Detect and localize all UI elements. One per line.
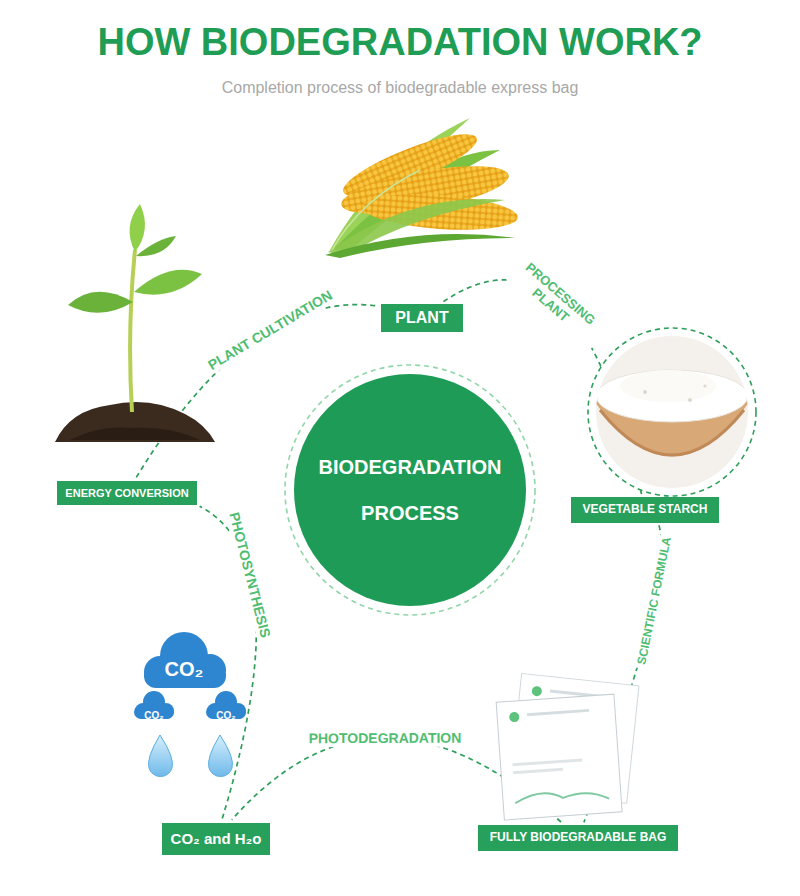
step-text: ENERGY CONVERSION [65,486,188,500]
bag-illustration [496,674,639,821]
step-text: VEGETABLE STARCH [583,502,708,518]
edge-label: PLANT CULTIVATION [201,284,339,376]
circle-text-wrap: BIODEGRADATION PROCESS [294,374,526,606]
diagram-title: HOW BIODEGRADATION WORK? [97,21,702,64]
edge-label: PHOTOSYNTHESIS [224,506,276,643]
edge-label: PROCESSING PLANT [500,249,610,350]
circle-label: BIODEGRADATION PROCESS [319,444,502,536]
cloud-label: CO₂ [144,710,163,721]
step-text: CO₂ and H₂o [171,829,262,849]
corn-illustration [325,118,519,258]
cloud-label: CO₂ [165,658,204,680]
step-label: CO₂ and H₂o [162,823,271,855]
edge-label: PHOTODEGRADATION [305,729,466,748]
step-label: VEGETABLE STARCH [571,497,720,523]
water-drops [148,735,232,777]
circle-outline [282,362,538,618]
step-text: FULLY BIODEGRADABLE BAG [490,830,667,846]
starch-illustration [588,328,760,500]
edge-label: SCIENTIFIC FORMULA [634,532,677,670]
cloud-label: CO₂ [216,710,235,721]
diagram-caption: Completion process of biodegradable expr… [222,79,579,97]
circle-fill [294,374,526,606]
circle-ring [285,365,535,615]
process-circle: BIODEGRADATION PROCESS [294,374,526,606]
step-label: FULLY BIODEGRADABLE BAG [478,825,679,851]
step-label: PLANT [381,304,462,333]
sprout-illustration [55,204,215,442]
step-text: PLANT [395,308,448,329]
step-label: ENERGY CONVERSION [57,481,196,505]
cloud-illustration [134,632,246,719]
